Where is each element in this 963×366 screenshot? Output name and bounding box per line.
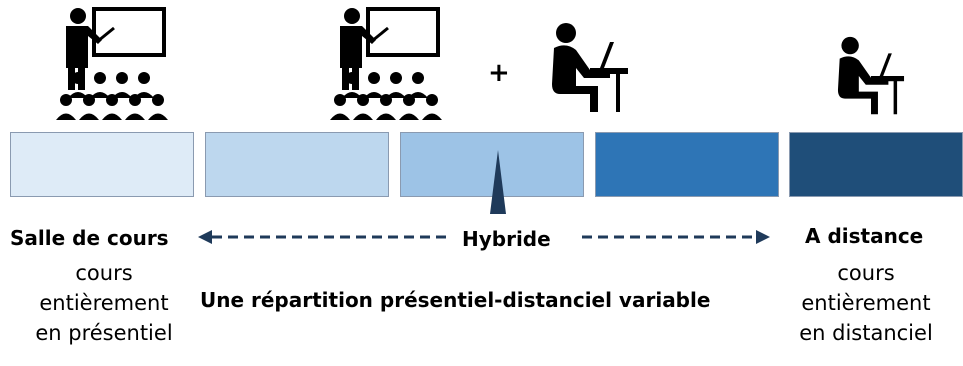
right-description-line-1: cours — [837, 261, 895, 285]
left-description-line-2: entièrement — [39, 291, 169, 315]
right-description-line-3: en distanciel — [799, 321, 933, 345]
right-description-line-2: entièrement — [801, 291, 931, 315]
scale-segment-2 — [205, 132, 389, 197]
scale-segment-4 — [595, 132, 779, 197]
center-title: Hybride — [462, 227, 551, 251]
left-title: Salle de cours — [10, 226, 169, 250]
hybrid-pointer-icon — [488, 150, 508, 214]
left-arrow-icon — [198, 227, 448, 247]
center-subtitle: Une répartition présentiel-distanciel va… — [200, 288, 711, 312]
scale-segment-3 — [400, 132, 584, 197]
scale-segment-5 — [789, 132, 963, 197]
right-arrow-icon — [582, 227, 772, 247]
person-at-laptop-icon — [550, 22, 630, 114]
plus-sign: + — [488, 58, 510, 88]
teacher-with-class-icon — [330, 6, 445, 122]
teacher-with-class-icon — [56, 6, 171, 122]
left-description-line-3: en présentiel — [35, 321, 173, 345]
right-description: cours entièrement en distanciel — [772, 258, 960, 348]
scale-segment-1 — [10, 132, 194, 197]
left-description-line-1: cours — [75, 261, 133, 285]
person-at-laptop-icon — [832, 36, 910, 116]
right-title: A distance — [805, 224, 924, 248]
left-description: cours entièrement en présentiel — [6, 258, 202, 348]
